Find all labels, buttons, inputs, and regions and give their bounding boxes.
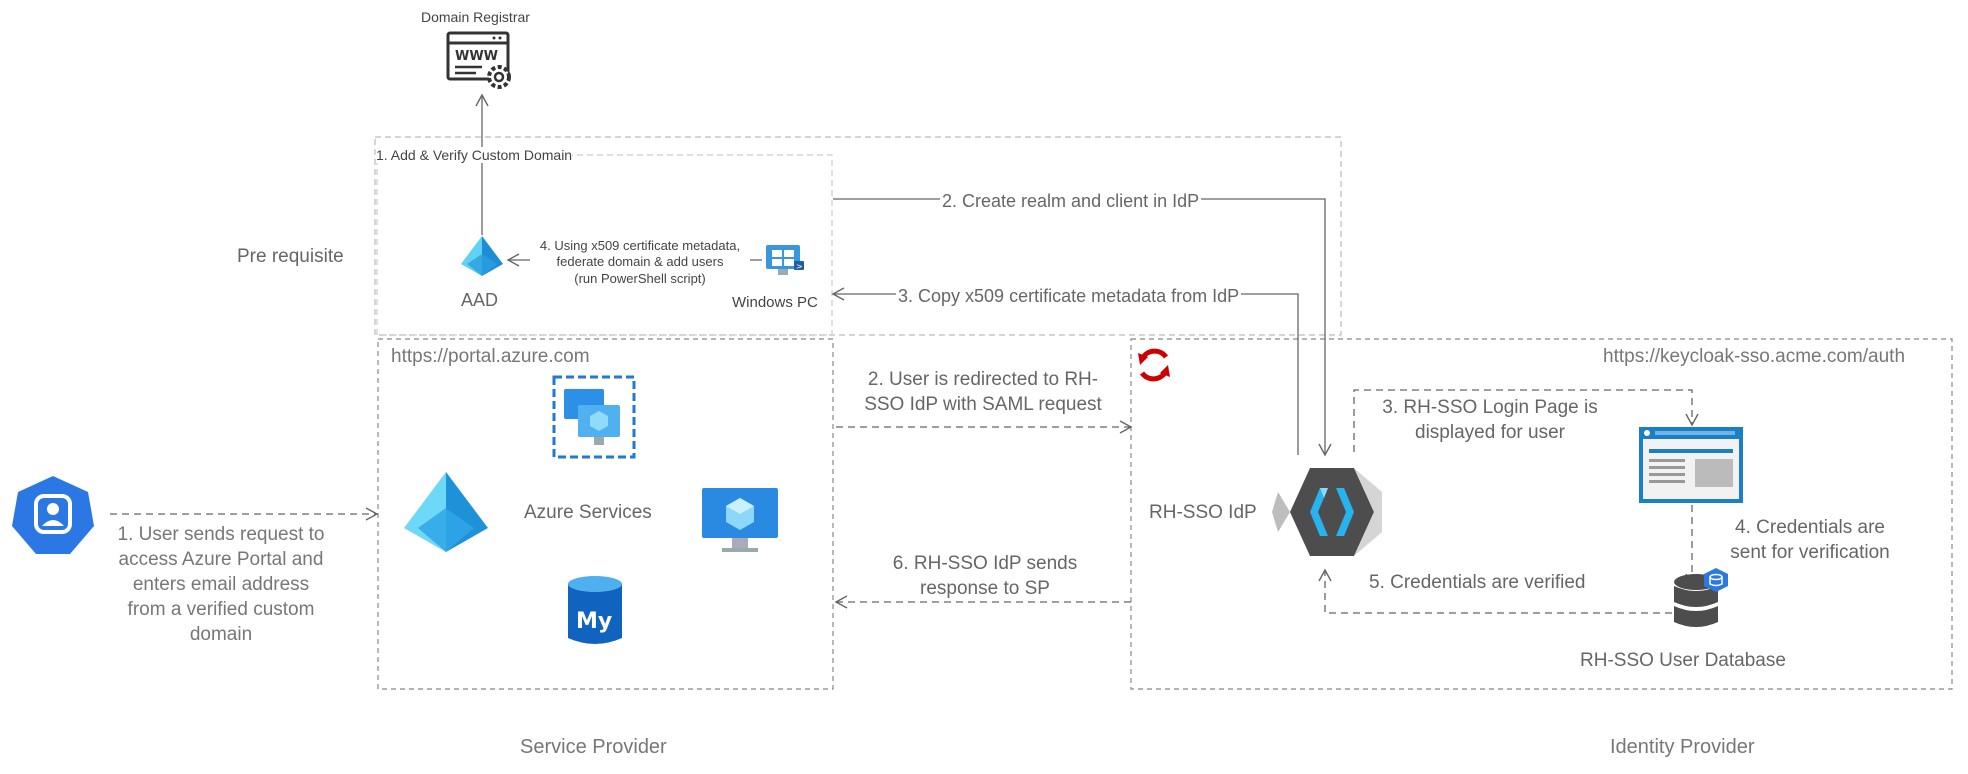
virtual-machine-icon xyxy=(702,488,778,552)
windows-pc-icon: > xyxy=(766,245,804,275)
sp-url: https://portal.azure.com xyxy=(391,346,590,367)
browser-window-icon xyxy=(1639,427,1743,503)
step1-user-label: 1. User sends request to access Azure Po… xyxy=(117,524,325,646)
database-icon xyxy=(1674,568,1728,627)
www-gear-icon: WWW xyxy=(446,31,511,89)
step5-verified-label: 5. Credentials are verified xyxy=(1369,572,1586,593)
prereq-inner-box xyxy=(376,154,833,336)
vm-scale-set-icon xyxy=(552,375,636,459)
step2-create-realm-label: 2. Create realm and client in IdP xyxy=(940,191,1202,212)
step3-copy-cert-label: 3. Copy x509 certificate metadata from I… xyxy=(896,286,1242,307)
db-label: RH-SSO User Database xyxy=(1580,650,1786,671)
aad-label: AAD xyxy=(461,290,499,310)
idp-label: RH-SSO IdP xyxy=(1149,502,1257,523)
arrow-idp-to-login xyxy=(1353,389,1699,452)
redhat-sync-icon xyxy=(1138,348,1170,382)
prereq-label: Pre requisite xyxy=(237,246,344,267)
windows-pc-label: Windows PC xyxy=(732,294,818,311)
pyramid-icon xyxy=(461,236,503,276)
step4-credentials-label: 4. Credentials are sent for verification xyxy=(1730,517,1890,563)
azure-services-label: Azure Services xyxy=(524,502,652,523)
keycloak-icon xyxy=(1272,468,1382,556)
arrow-db-to-idp xyxy=(1318,568,1672,614)
domain-registrar-label: Domain Registrar xyxy=(421,9,530,25)
svg-text:>: > xyxy=(796,262,803,271)
idp-url: https://keycloak-sso.acme.com/auth xyxy=(1603,346,1906,367)
user-badge-icon xyxy=(12,476,94,554)
step4-powershell-label: 4. Using x509 certificate metadata, fede… xyxy=(530,238,750,287)
step3-login-label: 3. RH-SSO Login Page is displayed for us… xyxy=(1382,397,1598,443)
step2-redirect-label: 2. User is redirected to RH- SSO IdP wit… xyxy=(864,369,1102,415)
prereq-outer-box xyxy=(374,136,1342,336)
mysql-db-icon: My xyxy=(568,576,622,644)
svg-text:My: My xyxy=(576,609,612,634)
aad-large-icon xyxy=(404,472,488,552)
service-provider-footer: Service Provider xyxy=(520,736,667,758)
svg-text:WWW: WWW xyxy=(455,49,498,64)
identity-provider-footer: Identity Provider xyxy=(1610,736,1755,758)
step6-response-label: 6. RH-SSO IdP sends response to SP xyxy=(892,553,1078,599)
step1-domain-label: 1. Add & Verify Custom Domain xyxy=(376,147,573,163)
